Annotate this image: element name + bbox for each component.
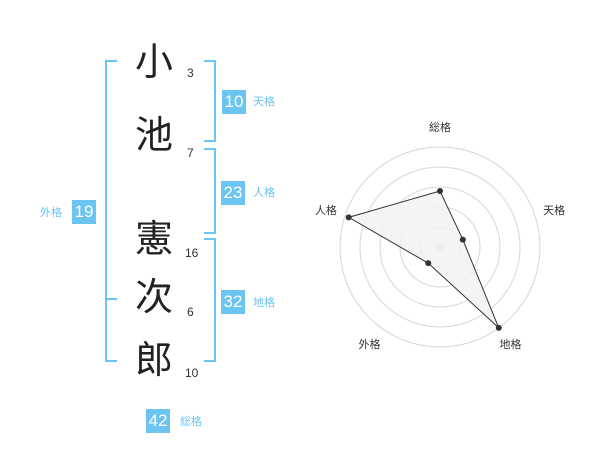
name-char-1: 小 <box>134 40 173 84</box>
soukaku-label: 総格 <box>180 415 202 428</box>
gaikaku-bracket-divider <box>105 298 117 300</box>
radar-series-area <box>347 190 500 329</box>
radar-point-1 <box>437 188 443 194</box>
radar-axis-label: 人格 <box>315 203 337 217</box>
jinkaku-bracket <box>204 148 216 234</box>
name-char-4: 次 <box>134 275 173 319</box>
name-char-2: 池 <box>134 113 173 157</box>
stroke-count-4: 6 <box>187 305 194 319</box>
radar-point-2 <box>459 236 466 243</box>
gaikaku-bracket <box>105 60 117 362</box>
jinkaku-label: 人格 <box>253 186 275 199</box>
radar-axis-label: 総格 <box>429 120 451 134</box>
radar-grid-ring <box>339 146 541 348</box>
stroke-count-2: 7 <box>187 146 194 160</box>
radar-axis-label: 外格 <box>358 337 380 351</box>
tenkaku-label: 天格 <box>253 95 275 108</box>
radar-point-4 <box>425 260 432 267</box>
jinkaku-value-badge: 23 <box>221 181 245 205</box>
name-char-5: 郎 <box>134 338 173 382</box>
radar-grid-ring <box>359 166 521 328</box>
gaikaku-value-badge: 19 <box>72 200 96 224</box>
gaikaku-label: 外格 <box>40 206 62 219</box>
stroke-count-3: 16 <box>185 246 199 260</box>
radar-axis-label: 天格 <box>543 203 565 217</box>
stroke-count-5: 10 <box>185 366 199 380</box>
name-char-3: 憲 <box>134 217 173 261</box>
soukaku-value-badge: 42 <box>146 409 170 433</box>
stroke-count-1: 3 <box>187 66 194 80</box>
chikaku-value-badge: 32 <box>221 290 245 314</box>
chikaku-label: 地格 <box>253 296 275 309</box>
chikaku-bracket <box>204 238 216 362</box>
tenkaku-value-badge: 10 <box>222 90 246 114</box>
tenkaku-bracket <box>204 60 216 142</box>
radar-axis-label: 地格 <box>500 337 522 351</box>
radar-point-3 <box>495 324 502 331</box>
radar-grid-ring <box>379 186 501 308</box>
radar-point-5 <box>345 214 352 221</box>
